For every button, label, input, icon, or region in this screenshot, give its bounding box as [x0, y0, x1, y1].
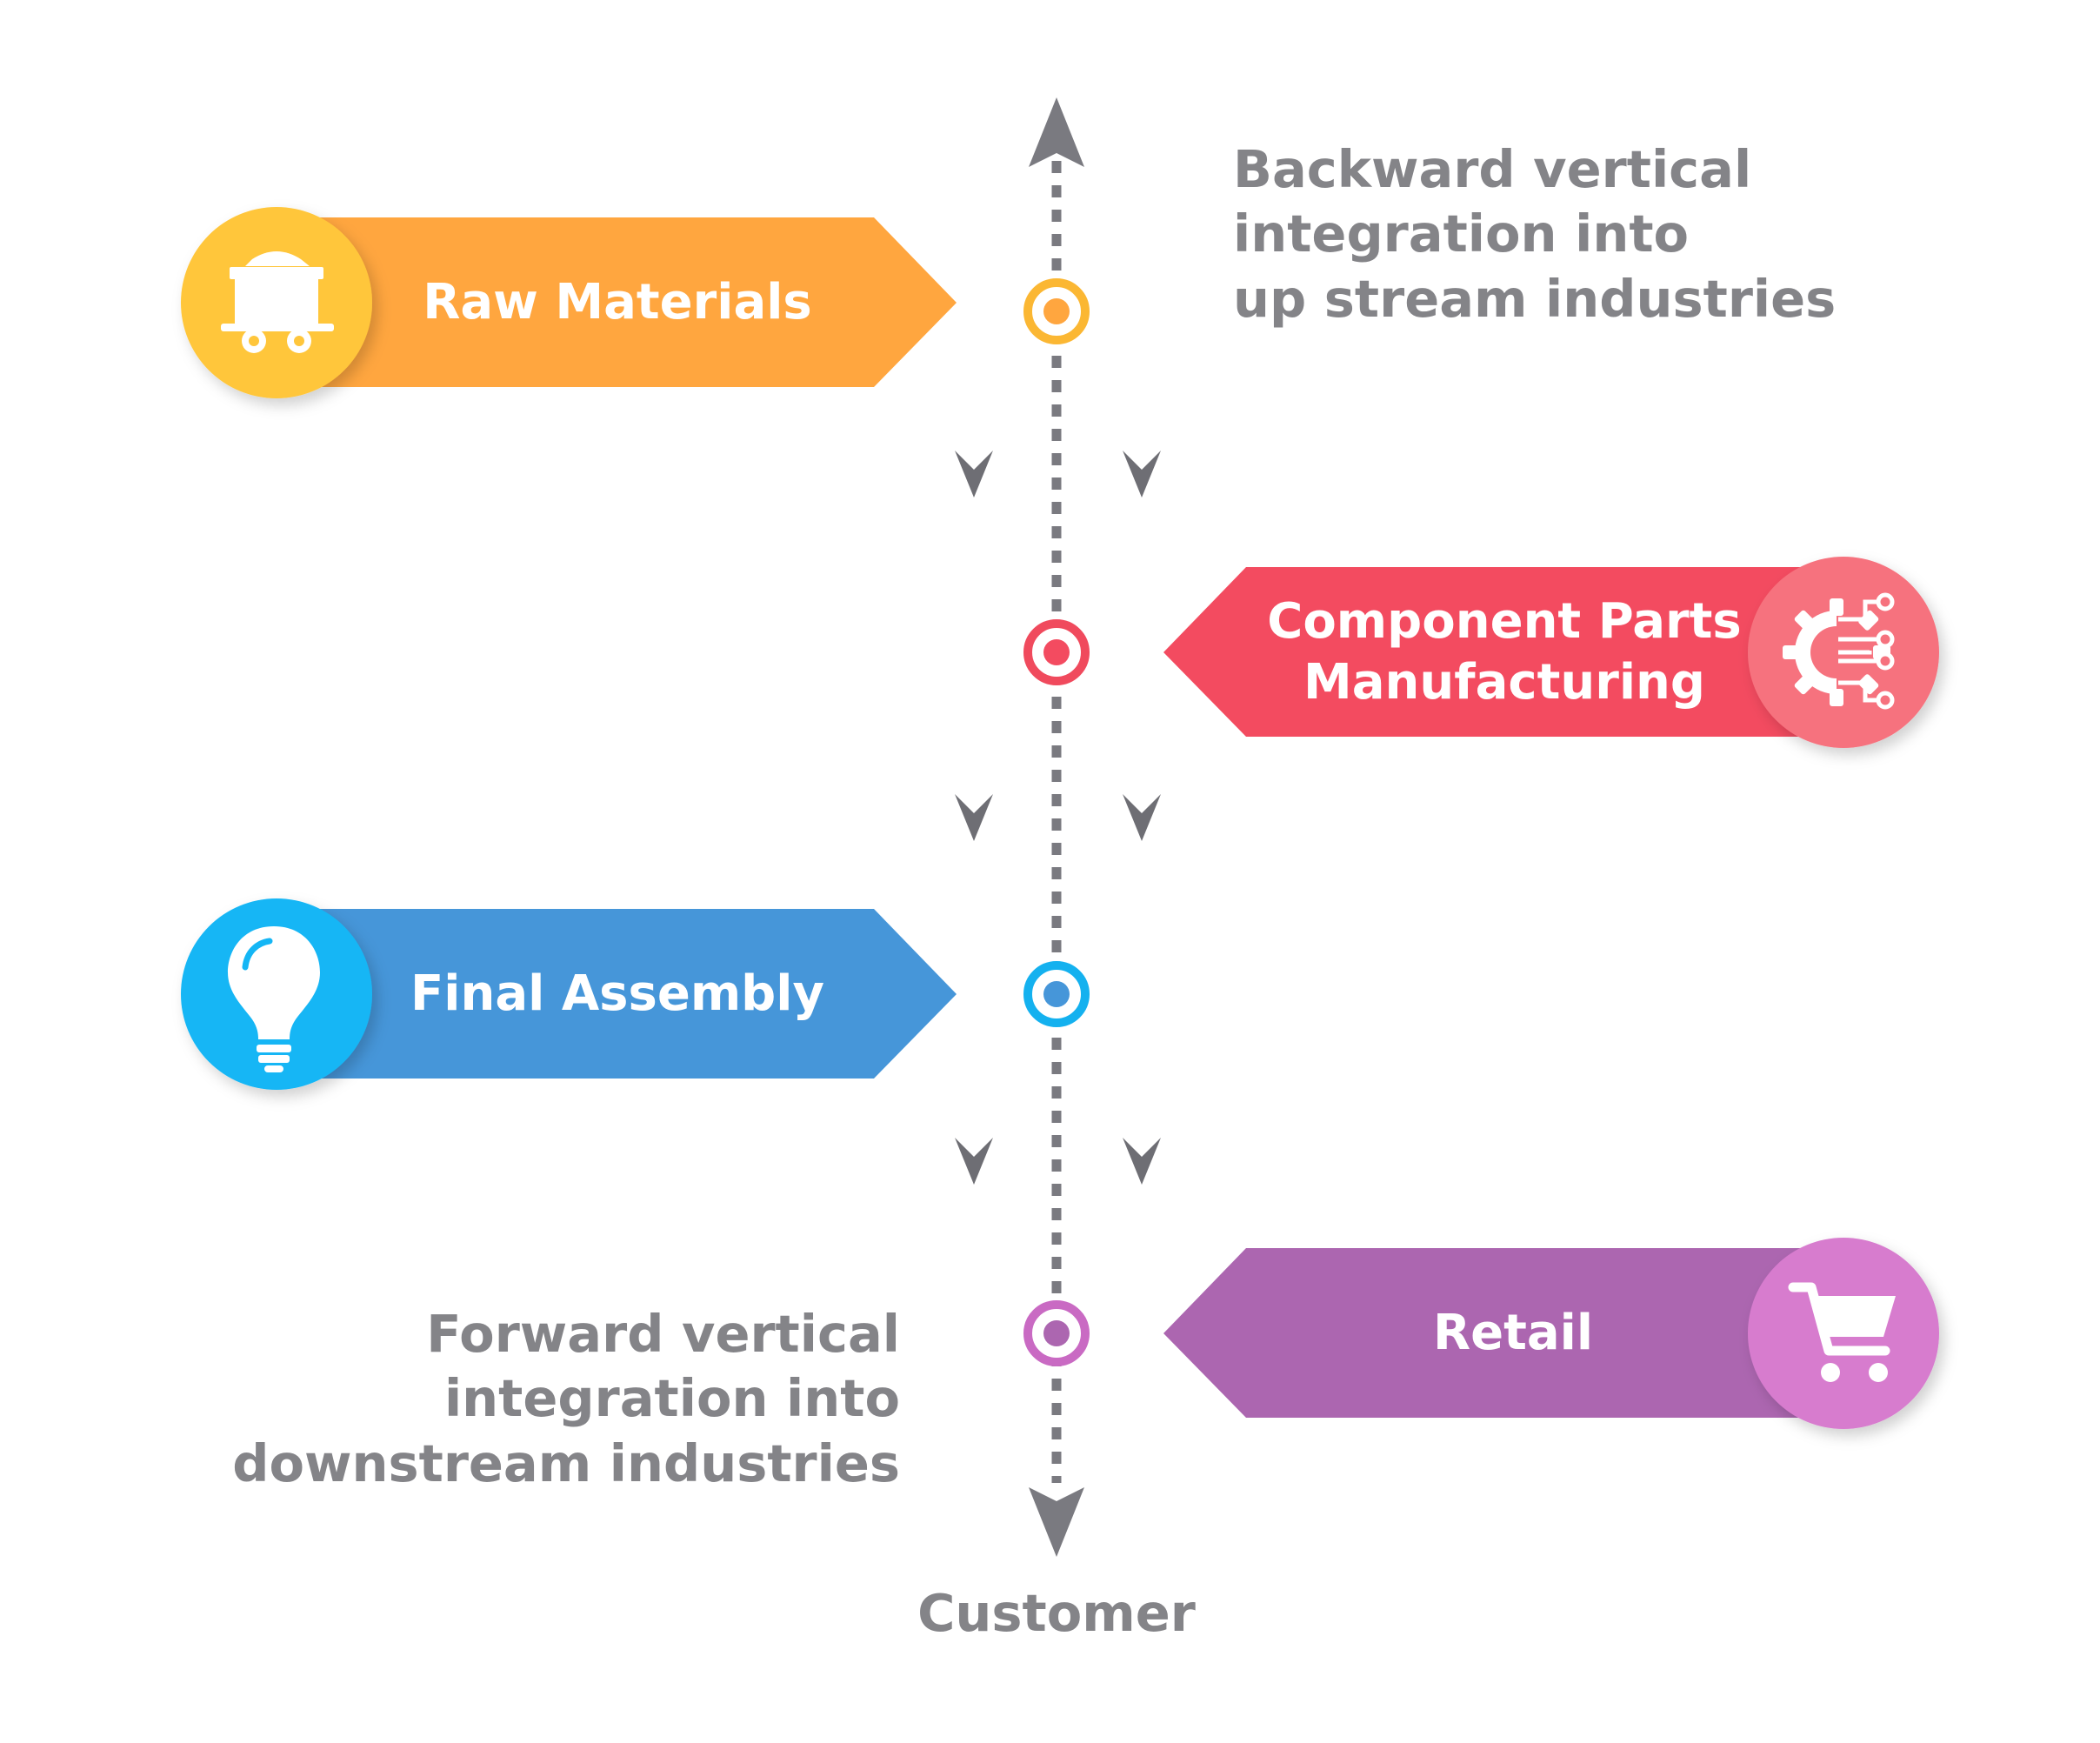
stage-raw-materials — [181, 207, 1090, 398]
backward-integration-note: Backward vertical integration into up st… — [1233, 139, 1837, 329]
flow-chevrons — [955, 451, 1161, 1185]
stage-retail — [1023, 1238, 1939, 1429]
chevron-down-icon — [1123, 451, 1161, 498]
mine-cart-icon — [221, 251, 334, 353]
chevron-down-icon — [1123, 1138, 1161, 1185]
timeline-node-dot — [1043, 639, 1070, 665]
stage-arrow — [243, 217, 957, 387]
axis-arrow-up-icon — [1029, 97, 1084, 167]
chevron-down-icon — [955, 794, 993, 841]
timeline-node-dot — [1043, 1320, 1070, 1346]
stage-label-retail: Retail — [1432, 1304, 1594, 1361]
stage-label-final-assembly: Final Assembly — [410, 965, 824, 1022]
chevron-down-icon — [955, 451, 993, 498]
stage-label-component-parts: Component Parts Manufacturing — [1267, 592, 1742, 711]
stage-arrow — [1163, 1248, 1830, 1418]
light-bulb-icon — [228, 926, 320, 1072]
stage-arrow — [243, 909, 957, 1079]
timeline-node-dot — [1043, 298, 1070, 324]
chevron-down-icon — [1123, 794, 1161, 841]
timeline-node-dot — [1043, 981, 1070, 1007]
stage-arrow — [1163, 567, 1830, 737]
chevron-down-icon — [955, 1138, 993, 1185]
stage-final-assembly — [181, 898, 1090, 1090]
shopping-cart-icon — [1788, 1282, 1896, 1382]
customer-label: Customer — [917, 1583, 1196, 1643]
stage-label-raw-materials: Raw Materials — [423, 273, 812, 331]
gear-circuit-icon — [1783, 592, 1895, 710]
forward-integration-note: Forward vertical integration into downst… — [232, 1304, 900, 1493]
stage-component-parts — [1023, 557, 1939, 748]
axis-arrow-down-icon — [1029, 1487, 1084, 1557]
